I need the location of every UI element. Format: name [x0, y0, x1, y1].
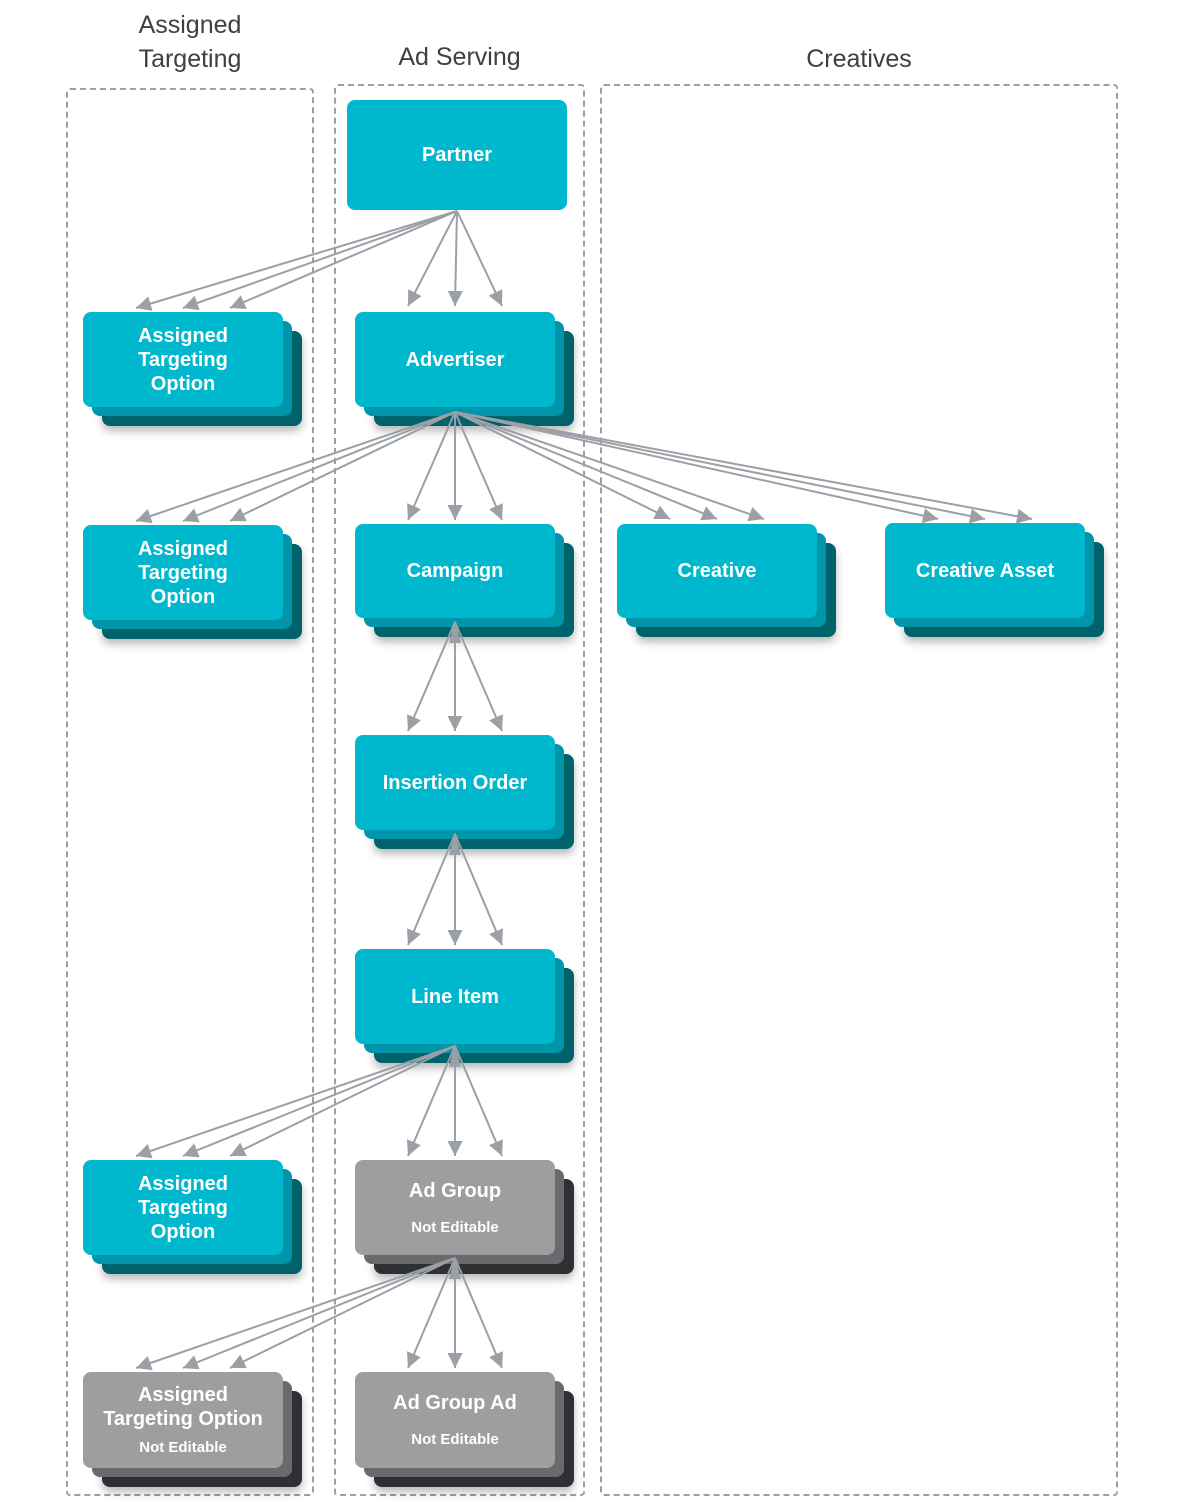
column-assigned-targeting — [66, 88, 314, 1496]
node-label: Campaign — [406, 560, 504, 582]
node-partner: Partner — [347, 100, 567, 210]
node-label: Advertiser — [405, 348, 505, 371]
node-label: Assigned Targeting Option — [103, 1384, 263, 1430]
column-header-ad-serving: Ad Serving — [398, 43, 521, 71]
node-label: Creative Asset — [915, 559, 1055, 582]
node-label: Partner — [421, 144, 493, 166]
node-ad-group-ad: Ad Group Ad Not Editable — [355, 1372, 574, 1487]
node-face: Assigned Targeting Option — [83, 312, 283, 407]
node-face: Advertiser — [355, 312, 555, 407]
node-face: Campaign — [355, 524, 555, 618]
node-advertiser: Advertiser — [355, 312, 574, 426]
node-sublabel: Not Editable — [411, 1218, 499, 1236]
node-face: Insertion Order — [355, 735, 555, 830]
node-assigned-targeting-option-advertiser: Assigned Targeting Option — [83, 525, 302, 639]
node-creative-asset: Creative Asset — [885, 523, 1104, 637]
node-campaign: Campaign — [355, 524, 574, 637]
node-face: Creative Asset — [885, 523, 1085, 618]
node-label: Insertion Order — [382, 771, 528, 794]
node-face: Assigned Targeting Option — [83, 1160, 283, 1255]
node-sublabel: Not Editable — [411, 1431, 499, 1448]
column-ad-serving — [334, 84, 585, 1496]
node-face: Ad Group Ad Not Editable — [355, 1372, 555, 1468]
node-face: Assigned Targeting Option — [83, 525, 283, 620]
node-label: Assigned Targeting Option — [137, 537, 229, 608]
node-assigned-targeting-option-line-item: Assigned Targeting Option — [83, 1160, 302, 1274]
column-creatives — [600, 84, 1118, 1496]
node-face: Line Item — [355, 949, 555, 1044]
node-assigned-targeting-option-partner: Assigned Targeting Option — [83, 312, 302, 426]
node-line-item: Line Item — [355, 949, 574, 1063]
node-face: Ad Group Not Editable — [355, 1160, 555, 1255]
node-assigned-targeting-option-ad-group: Assigned Targeting Option Not Editable — [83, 1372, 302, 1487]
node-face: Assigned Targeting Option Not Editable — [83, 1372, 283, 1468]
node-label: Assigned Targeting Option — [137, 324, 229, 395]
column-header-creatives: Creatives — [806, 45, 912, 73]
node-face: Creative — [617, 524, 817, 618]
node-face: Partner — [347, 100, 567, 210]
node-label: Line Item — [411, 985, 499, 1008]
node-label: Assigned Targeting Option — [137, 1172, 229, 1243]
node-sublabel: Not Editable — [139, 1439, 227, 1456]
node-label: Ad Group Ad — [393, 1392, 517, 1414]
node-ad-group: Ad Group Not Editable — [355, 1160, 574, 1274]
node-creative: Creative — [617, 524, 836, 637]
node-label: Creative — [677, 560, 757, 582]
node-insertion-order: Insertion Order — [355, 735, 574, 849]
column-header-assigned-targeting: Assigned Targeting — [138, 11, 242, 73]
node-label: Ad Group — [408, 1179, 502, 1202]
